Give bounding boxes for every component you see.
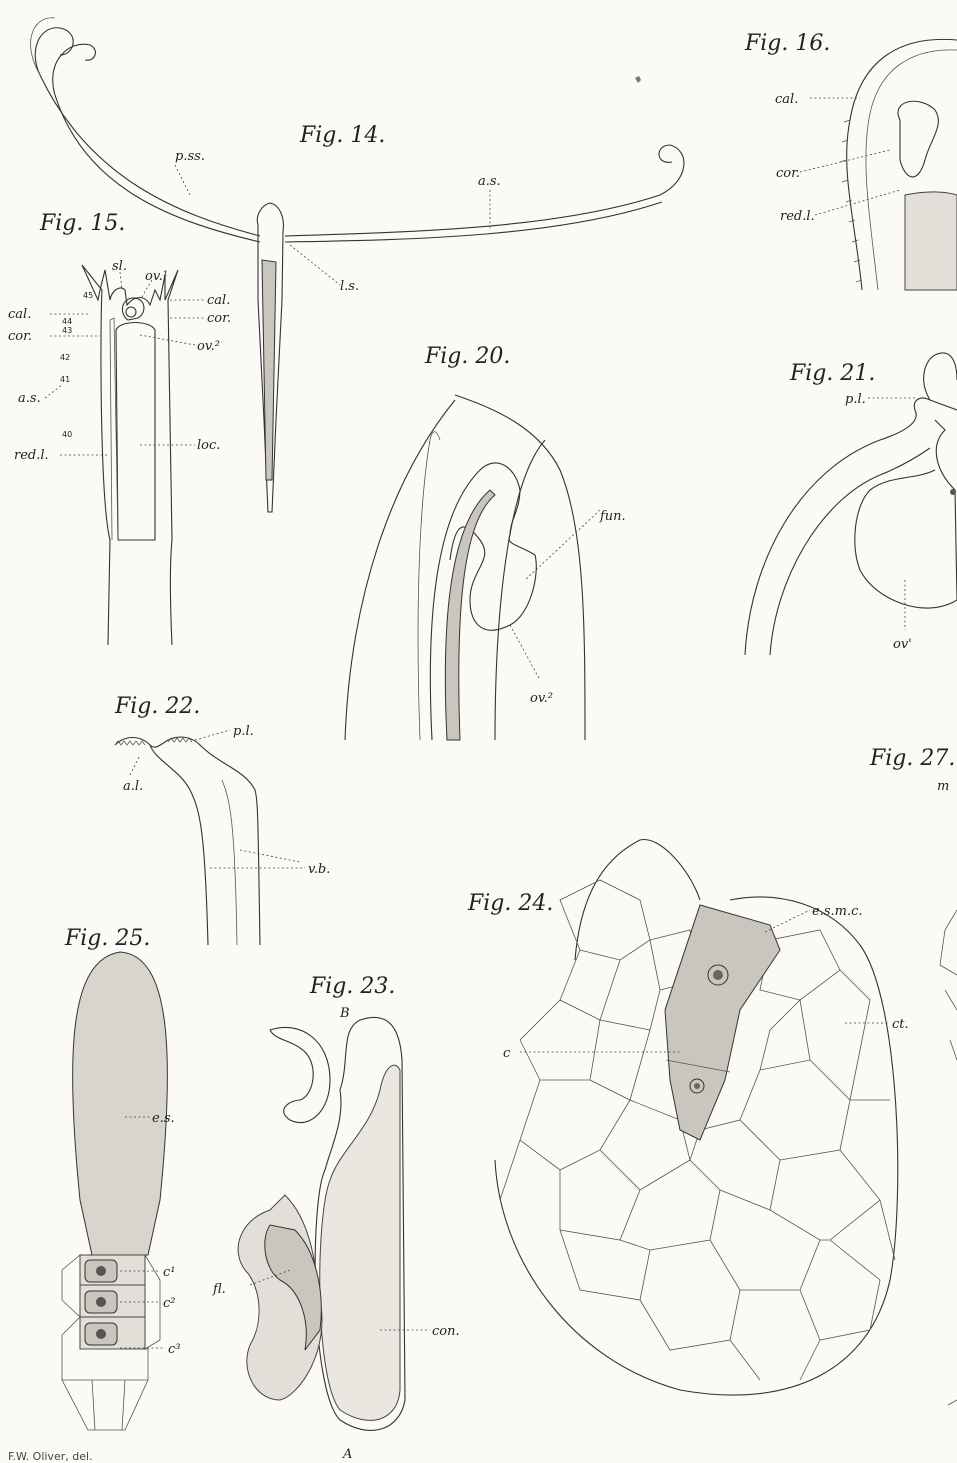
fig24-label-ct: ct. xyxy=(892,1017,909,1032)
fig24-label-esmc: e.s.m.c. xyxy=(812,904,863,919)
fig15-label-sl: sl. xyxy=(112,259,127,274)
fig15-num-42: 42 xyxy=(60,353,70,362)
artist-signature: F.W. Oliver, del. xyxy=(8,1450,93,1463)
fig25-title: Fig. 25. xyxy=(64,926,150,951)
fig25-label-es: e.s. xyxy=(152,1111,175,1126)
fig15-label-cor-right: cor. xyxy=(207,311,231,326)
fig22-title: Fig. 22. xyxy=(114,694,200,719)
fig22-label-al: a.l. xyxy=(123,779,143,794)
figure-22: Fig. 22. p.l. a.l. v.b. xyxy=(114,694,330,945)
fig27-title: Fig. 27. xyxy=(869,746,955,771)
fig16-label-cor: cor. xyxy=(776,166,800,181)
fig23-label-B: B xyxy=(339,1006,350,1021)
fig22-label-pl: p.l. xyxy=(233,724,254,739)
fig15-label-loc: loc. xyxy=(197,438,220,453)
fig22-label-vb: v.b. xyxy=(308,862,330,877)
fig15-num-41: 41 xyxy=(60,375,70,384)
fig16-label-redl: red.l. xyxy=(780,209,815,224)
fig15-num-44: 44 xyxy=(62,317,72,326)
figure-14: Fig. 14. p.ss. a.s. l.s. xyxy=(31,18,684,512)
fig16-title: Fig. 16. xyxy=(744,31,830,56)
fig15-num-43: 43 xyxy=(62,326,72,335)
fig15-label-cor-left: cor. xyxy=(8,329,32,344)
figure-23: Fig. 23. B fl. con. A xyxy=(212,974,460,1462)
fig15-num-45: 45 xyxy=(83,291,93,300)
fig20-label-fun: fun. xyxy=(599,509,626,524)
fig23-label-con: con. xyxy=(432,1324,460,1339)
fig25-label-c2: c² xyxy=(163,1296,176,1311)
fig25-label-c3: c³ xyxy=(168,1342,181,1357)
fig25-label-c1: c¹ xyxy=(163,1265,176,1280)
fig15-label-ov1: ov.¹ xyxy=(145,269,168,284)
fig15-label-cal-right: cal. xyxy=(207,293,230,308)
fig15-num-40: 40 xyxy=(62,430,72,439)
fig24-title: Fig. 24. xyxy=(467,891,553,916)
fig14-label-as: a.s. xyxy=(478,174,501,189)
fig15-label-ov2: ov.² xyxy=(197,339,220,354)
fig27-label-m: m xyxy=(937,779,949,794)
figure-20: Fig. 20. fun. ov.² xyxy=(345,344,626,740)
fig20-label-ov2: ov.² xyxy=(530,691,553,706)
figure-24: Fig. 24. e.s.m.c. ct. c xyxy=(467,840,909,1396)
fig15-title: Fig. 15. xyxy=(39,211,125,236)
figure-25: Fig. 25. e.s. c¹ c² c³ xyxy=(62,926,181,1430)
fig14-label-ls: l.s. xyxy=(340,279,359,294)
speck-mark xyxy=(635,76,641,83)
fig15-label-cal-left: cal. xyxy=(8,307,31,322)
figure-15: Fig. 15. sl. ov.¹ cal. cor. ov.² cal. co… xyxy=(8,211,231,645)
fig21-label-pl: p.l. xyxy=(845,392,866,407)
fig21-label-ov1: ov' xyxy=(893,637,912,652)
fig14-title: Fig. 14. xyxy=(299,123,385,148)
figure-16: Fig. 16. cal. cor. red.l. xyxy=(744,31,957,290)
fig15-label-redl: red.l. xyxy=(14,448,49,463)
fig23-title: Fig. 23. xyxy=(309,974,395,999)
fig16-label-cal: cal. xyxy=(775,92,798,107)
fig14-label-pss: p.ss. xyxy=(175,149,205,164)
fig20-title: Fig. 20. xyxy=(424,344,510,369)
fig15-label-as: a.s. xyxy=(18,391,41,406)
fig24-label-c: c xyxy=(503,1046,511,1061)
figure-21: Fig. 21. p.l. ov' xyxy=(745,353,957,655)
fig23-label-A: A xyxy=(342,1447,352,1462)
fig21-title: Fig. 21. xyxy=(789,361,875,386)
fig23-label-fl: fl. xyxy=(212,1282,226,1297)
